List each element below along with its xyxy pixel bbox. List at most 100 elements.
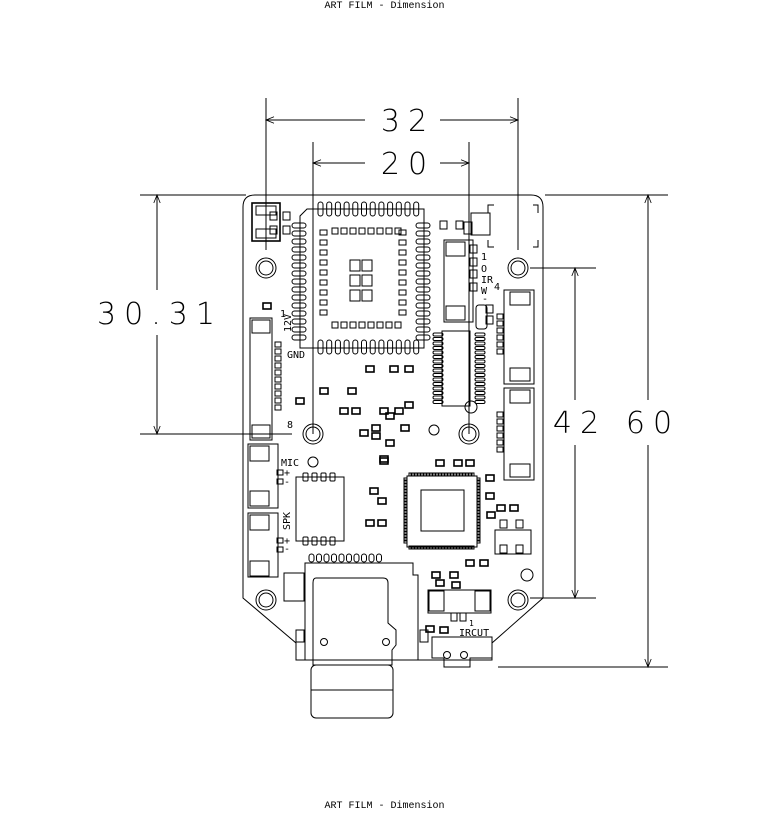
camera-corner-marks xyxy=(487,204,539,248)
pad xyxy=(496,320,504,327)
test-point xyxy=(428,424,440,436)
pad xyxy=(450,545,454,550)
pad xyxy=(403,534,408,538)
pad xyxy=(367,227,375,235)
pad xyxy=(415,238,431,245)
pad xyxy=(320,536,327,546)
smd-component xyxy=(379,407,389,415)
dimension-42: 42 xyxy=(530,266,599,600)
pad xyxy=(291,270,307,277)
mounting-hole xyxy=(507,257,529,279)
pad xyxy=(432,350,444,355)
pad xyxy=(432,373,444,377)
pad xyxy=(415,318,431,325)
pad xyxy=(411,472,415,477)
pad xyxy=(476,495,481,499)
pad xyxy=(476,540,481,544)
pad xyxy=(395,339,402,355)
smd-pad xyxy=(485,304,494,314)
silk-ir-o: O xyxy=(481,264,487,275)
pad xyxy=(465,472,469,477)
pad xyxy=(369,339,376,355)
pad xyxy=(476,477,481,481)
silk-mic-minus: - xyxy=(284,477,290,488)
pad xyxy=(474,364,486,368)
pad xyxy=(476,489,481,493)
smd-component xyxy=(371,424,381,432)
pad xyxy=(438,545,442,550)
smd-component xyxy=(295,397,305,405)
pad xyxy=(378,201,385,217)
pad xyxy=(340,227,348,235)
pad xyxy=(420,472,424,477)
pad xyxy=(349,259,361,272)
led-footprint xyxy=(494,529,532,555)
pad xyxy=(291,246,307,253)
smd-pad xyxy=(515,544,524,554)
pad xyxy=(426,545,430,550)
silk-mic-plus: + xyxy=(284,468,290,479)
right-connector-bottom xyxy=(503,387,535,481)
pad xyxy=(291,238,307,245)
pad xyxy=(403,528,408,532)
smd-component xyxy=(379,457,389,465)
smd-component xyxy=(465,459,475,467)
pad xyxy=(403,516,408,520)
pad xyxy=(432,332,444,337)
pad xyxy=(471,545,475,550)
smd-component xyxy=(377,519,387,527)
pad xyxy=(476,483,481,487)
pad xyxy=(291,262,307,269)
pad xyxy=(403,480,408,484)
pad xyxy=(420,545,424,550)
dimension-60: 60 xyxy=(498,193,672,669)
pad xyxy=(468,545,472,550)
smd-pad xyxy=(469,257,478,267)
pad xyxy=(496,341,504,348)
crystal xyxy=(443,239,474,323)
mounting-hole-inner xyxy=(305,426,321,442)
pad xyxy=(444,472,448,477)
smd-component xyxy=(439,626,449,634)
pad xyxy=(274,397,282,404)
pad xyxy=(432,359,444,364)
silk-ir-w: W xyxy=(481,286,488,297)
smd-component xyxy=(435,579,445,587)
mounting-hole xyxy=(255,257,277,279)
pad xyxy=(476,525,481,529)
pad xyxy=(317,201,324,217)
pad xyxy=(302,536,309,546)
pad xyxy=(398,249,407,256)
pad xyxy=(456,472,460,477)
silk-mic: MIC xyxy=(281,458,299,469)
pad xyxy=(462,472,466,477)
pad xyxy=(343,201,350,217)
pad xyxy=(474,359,486,364)
pad xyxy=(319,259,328,266)
pad xyxy=(403,540,408,544)
pad xyxy=(361,201,367,217)
pad xyxy=(415,334,431,341)
pad xyxy=(414,472,418,477)
pad xyxy=(474,382,486,386)
pad xyxy=(417,472,421,477)
pad xyxy=(447,472,451,477)
pad xyxy=(413,339,420,355)
pad xyxy=(403,486,408,490)
pad xyxy=(302,472,309,482)
smd-pad xyxy=(282,225,291,235)
pad xyxy=(476,513,481,517)
pad xyxy=(317,339,324,355)
mounting-hole xyxy=(507,589,529,611)
pad xyxy=(316,553,322,563)
smd-component xyxy=(400,424,410,432)
pad xyxy=(432,545,436,550)
smd-component xyxy=(453,459,463,467)
pad xyxy=(331,227,339,235)
sop8-chip xyxy=(295,476,345,542)
pad xyxy=(403,519,408,523)
left-connector xyxy=(249,317,273,441)
pad xyxy=(319,249,328,256)
pad xyxy=(474,373,486,377)
